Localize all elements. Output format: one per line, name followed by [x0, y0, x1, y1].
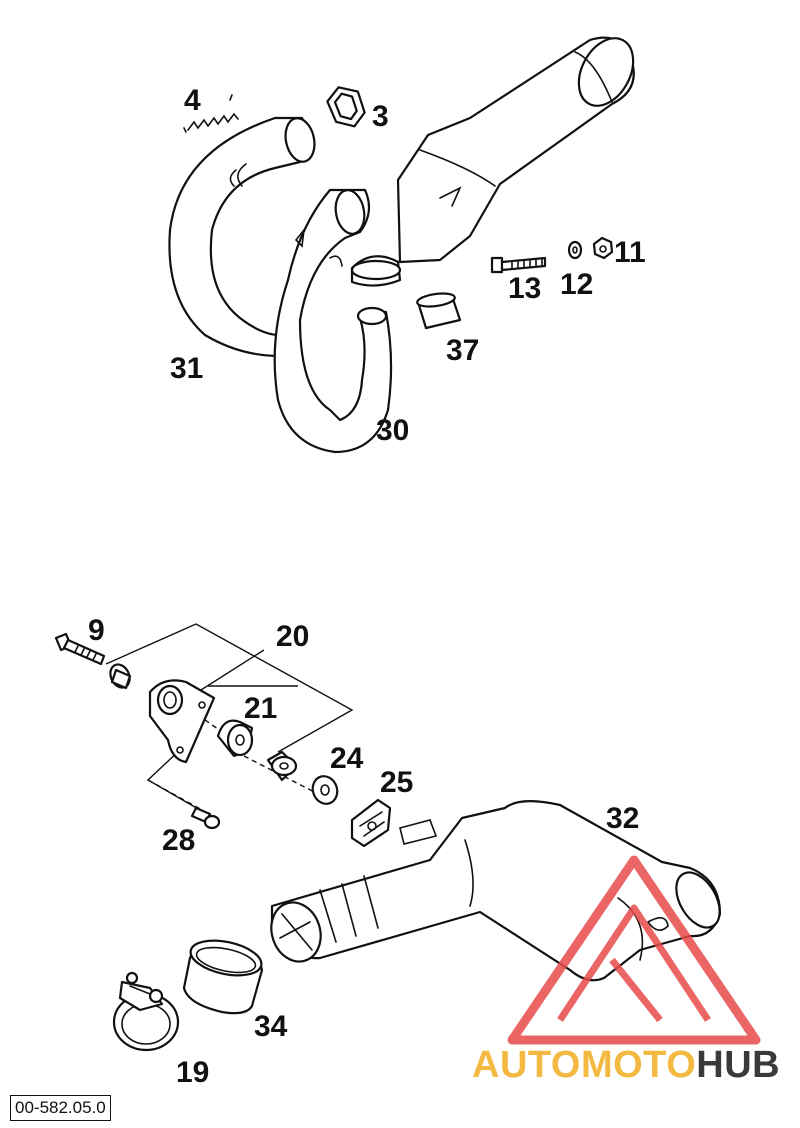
exhaust-gasket [326, 86, 366, 128]
screw-28 [190, 806, 221, 830]
silencer-32 [270, 800, 722, 982]
callout-31: 31 [170, 352, 203, 385]
callout-32: 32 [606, 802, 639, 835]
callout-19: 19 [176, 1056, 209, 1089]
bolt-9 [54, 632, 106, 666]
callout-28: 28 [162, 824, 195, 857]
drawing-code: 00-582.05.0 [10, 1095, 111, 1121]
hose-clamp-19 [112, 971, 180, 1052]
mounting-bracket-20 [148, 679, 216, 764]
callout-21: 21 [244, 692, 277, 725]
callout-9: 9 [88, 614, 105, 647]
watermark-wordmark: AUTOMOTOHUB [472, 1044, 780, 1087]
bushing-sleeve [266, 750, 298, 782]
callout-37: 37 [446, 334, 479, 367]
wordmark-accent: AUTOMOTO [472, 1044, 697, 1086]
callout-30: 30 [376, 414, 409, 447]
bolt-13 [490, 256, 547, 274]
bolt-washer [109, 663, 132, 690]
exhaust-spring [183, 94, 239, 133]
callout-11: 11 [614, 236, 646, 269]
header-muffler-section [396, 36, 635, 264]
wordmark-dark: HUB [696, 1044, 781, 1086]
nut-11 [592, 236, 614, 260]
sleeve-34 [182, 939, 264, 1015]
callout-20: 20 [276, 620, 309, 653]
callout-labels: 4 3 11 12 13 37 31 30 9 20 21 24 25 28 3… [88, 84, 646, 1089]
callout-4: 4 [184, 84, 201, 117]
callout-13: 13 [508, 272, 541, 305]
header-pipe-30 [273, 188, 393, 454]
header-pipe-31 [168, 116, 316, 358]
callout-12: 12 [560, 268, 593, 301]
collector-inlet [350, 255, 402, 287]
callout-3: 3 [372, 100, 389, 133]
rubber-grommet-21 [216, 719, 254, 758]
callout-34: 34 [254, 1010, 288, 1043]
callout-24: 24 [330, 742, 364, 775]
callout-25: 25 [380, 766, 413, 799]
washer-24 [311, 775, 339, 805]
watermark-logo [507, 855, 761, 1045]
clip-nut-25 [350, 798, 392, 848]
sleeve-37 [416, 292, 462, 330]
washer-12 [567, 240, 583, 260]
